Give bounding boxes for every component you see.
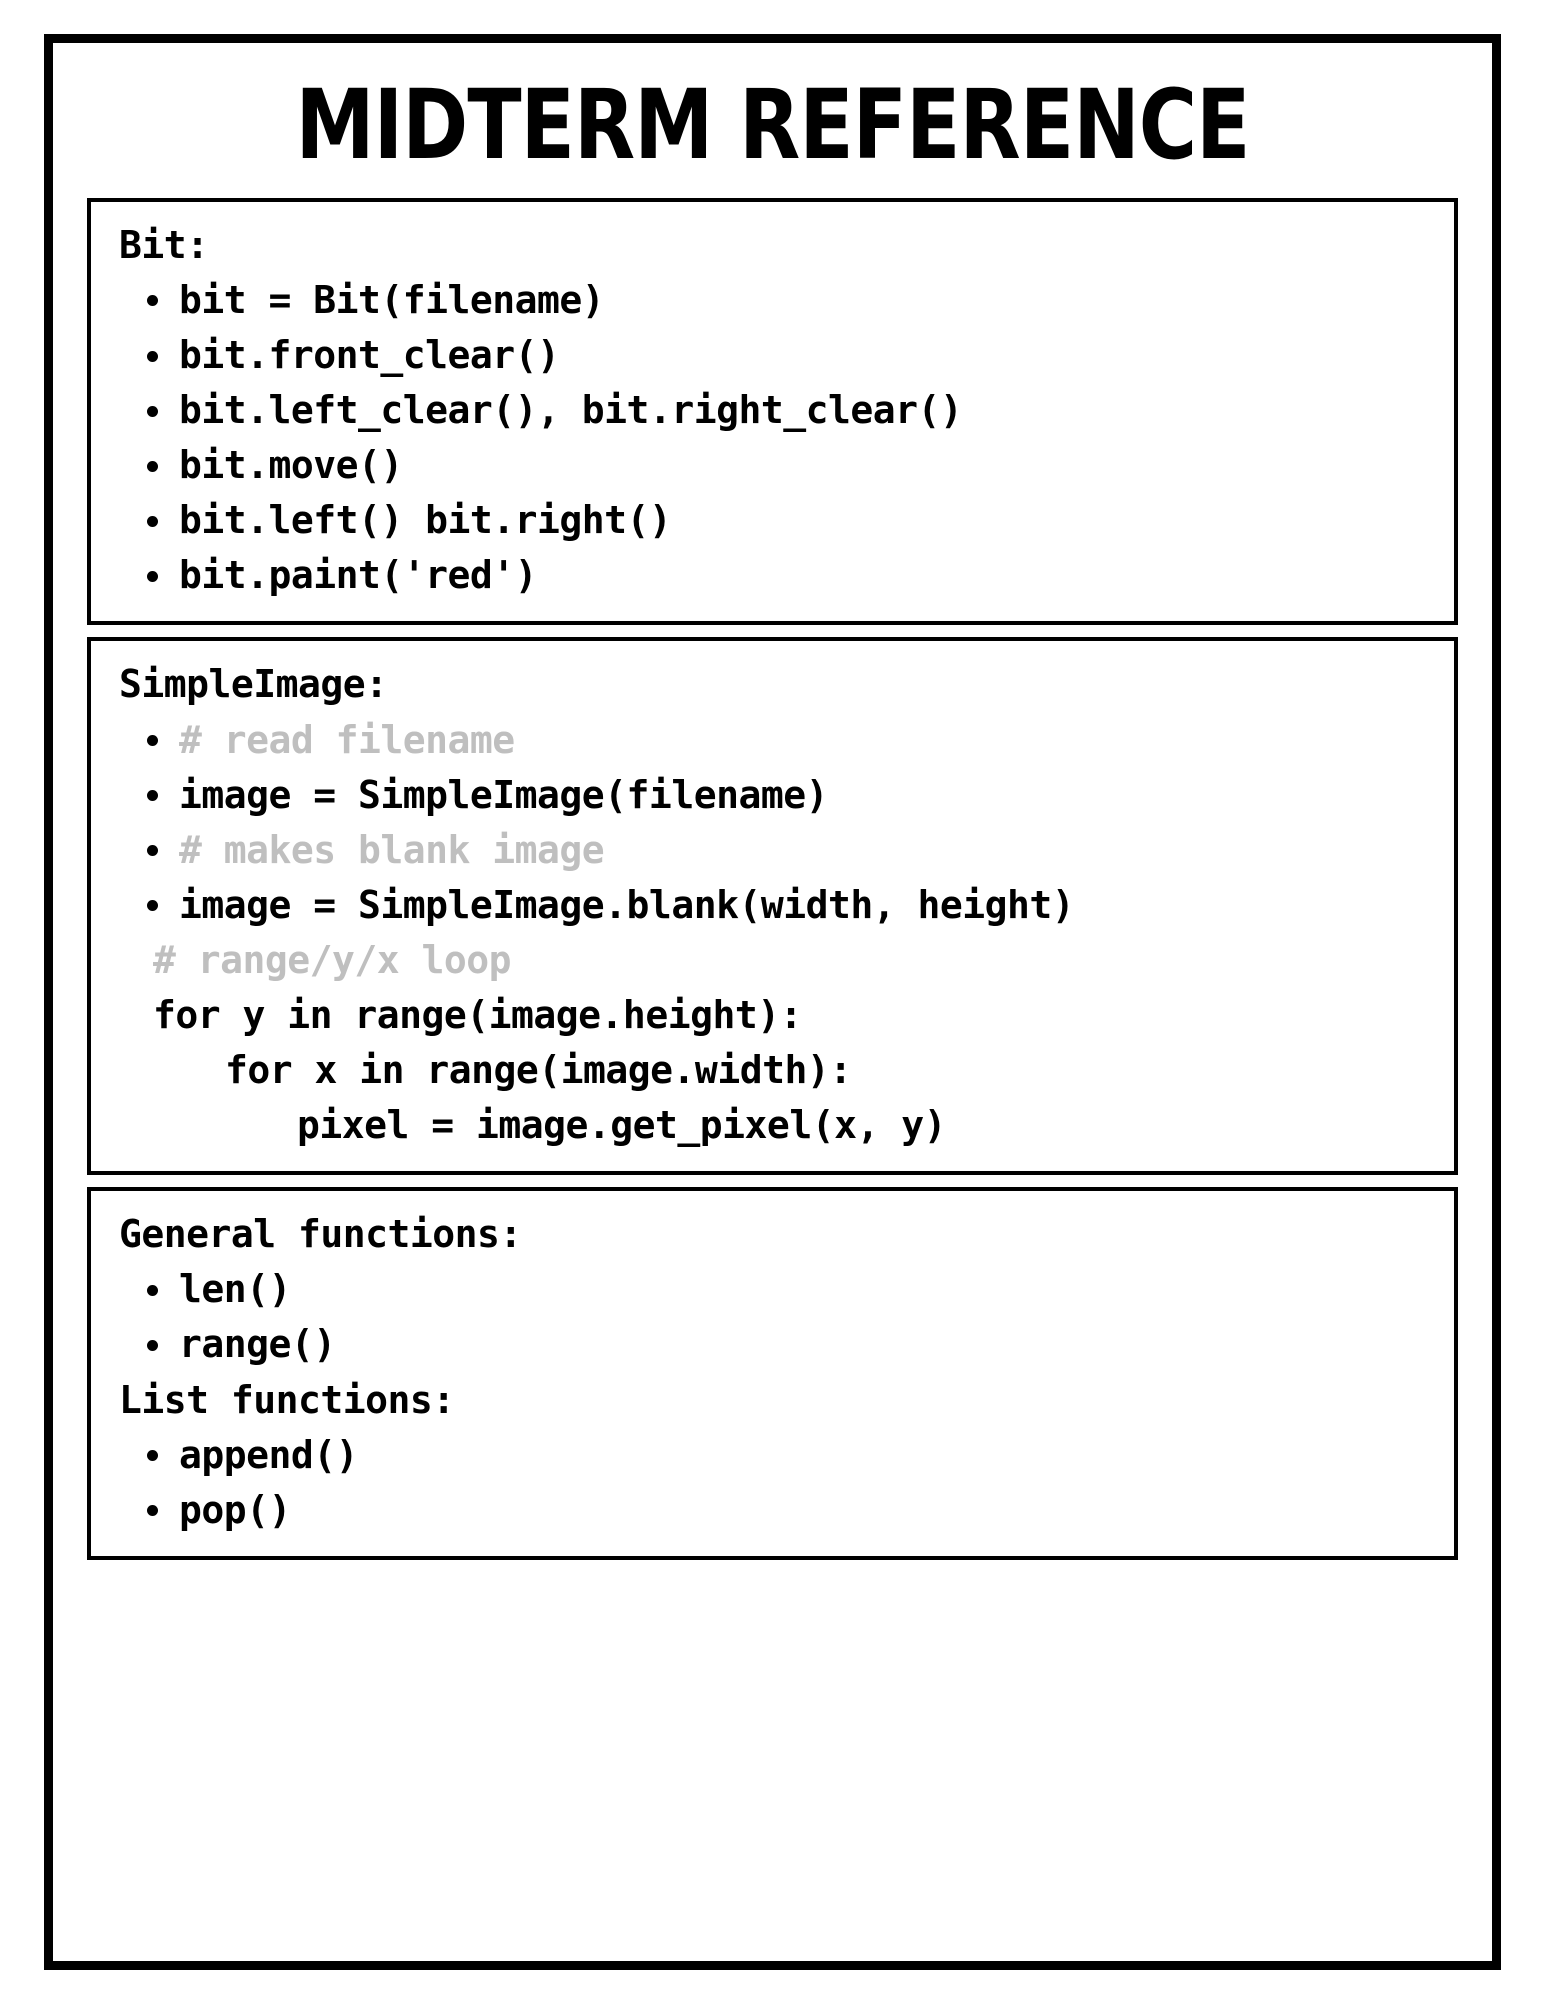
bullet-dot-icon	[147, 405, 158, 417]
list-item-label: len()	[179, 1267, 291, 1312]
list-item-label: bit.left_clear(), bit.right_clear()	[179, 388, 963, 433]
code-line: List functions:	[119, 1377, 455, 1422]
list-item: pop()	[113, 1483, 1432, 1538]
list-item: bit = Bit(filename)	[113, 273, 1432, 328]
list-item: bit.paint('red')	[113, 548, 1432, 603]
list-item: bit.left() bit.right()	[113, 493, 1432, 548]
section-heading: Bit:	[119, 222, 209, 267]
bullet-dot-icon	[147, 350, 158, 362]
list-item: append()	[113, 1428, 1432, 1483]
list-item-label: image = SimpleImage(filename)	[179, 772, 828, 817]
list-item: bit.move()	[113, 438, 1432, 493]
simpleimage-section: SimpleImage: # read filename image = Simpl…	[87, 637, 1458, 1176]
list-item-label: # makes blank image	[179, 827, 605, 872]
list-item: bit.left_clear(), bit.right_clear()	[113, 383, 1432, 438]
section-heading: SimpleImage:	[119, 662, 388, 707]
bullet-dot-icon	[147, 845, 158, 857]
bullet-dot-icon	[147, 515, 158, 527]
functions-section: General functions: len() range() List funct…	[87, 1187, 1458, 1560]
list-item: image = SimpleImage.blank(width, height)	[113, 878, 1432, 933]
list-item-label: bit = Bit(filename)	[179, 277, 605, 322]
bullet-dot-icon	[147, 1340, 158, 1352]
code-line: for y in range(image.height):	[153, 993, 802, 1038]
bullet-dot-icon	[147, 570, 158, 582]
bullet-dot-icon	[147, 790, 158, 802]
page-title: MIDTERM REFERENCE	[295, 69, 1250, 181]
bullet-dot-icon	[147, 735, 158, 747]
list-item-label: append()	[179, 1432, 359, 1477]
section-heading: General functions:	[119, 1212, 522, 1257]
list-item-label: bit.move()	[179, 443, 403, 488]
code-line: # range/y/x loop	[153, 937, 512, 982]
bullet-dot-icon	[147, 1284, 158, 1296]
code-line: pixel = image.get_pixel(x, y)	[297, 1103, 946, 1148]
list-item-label: pop()	[179, 1487, 291, 1532]
list-item: bit.front_clear()	[113, 328, 1432, 383]
code-line: for x in range(image.width):	[225, 1048, 852, 1093]
list-item: # read filename	[113, 713, 1432, 768]
bullet-dot-icon	[147, 1505, 158, 1517]
list-item: # makes blank image	[113, 823, 1432, 878]
sections-container: Bit: bit = Bit(filename) bit.front_clear()…	[87, 197, 1458, 1560]
list-item: image = SimpleImage(filename)	[113, 768, 1432, 823]
list-item-label: range()	[179, 1322, 336, 1367]
list-item: len()	[113, 1262, 1432, 1317]
list-item-label: bit.paint('red')	[179, 553, 538, 598]
bullet-dot-icon	[147, 1450, 158, 1462]
list-item-label: # read filename	[179, 717, 515, 762]
list-item-label: bit.front_clear()	[179, 332, 560, 377]
bullet-dot-icon	[147, 460, 158, 472]
bullet-dot-icon	[147, 295, 158, 307]
list-item: range()	[113, 1317, 1432, 1372]
bit-section: Bit: bit = Bit(filename) bit.front_clear()…	[87, 197, 1458, 626]
bullet-dot-icon	[147, 900, 158, 912]
sheet-border: MIDTERM REFERENCE Bit: bit = Bit(filename…	[44, 34, 1501, 1970]
list-item-label: bit.left() bit.right()	[179, 498, 672, 543]
list-item-label: image = SimpleImage.blank(width, height)	[179, 882, 1075, 927]
